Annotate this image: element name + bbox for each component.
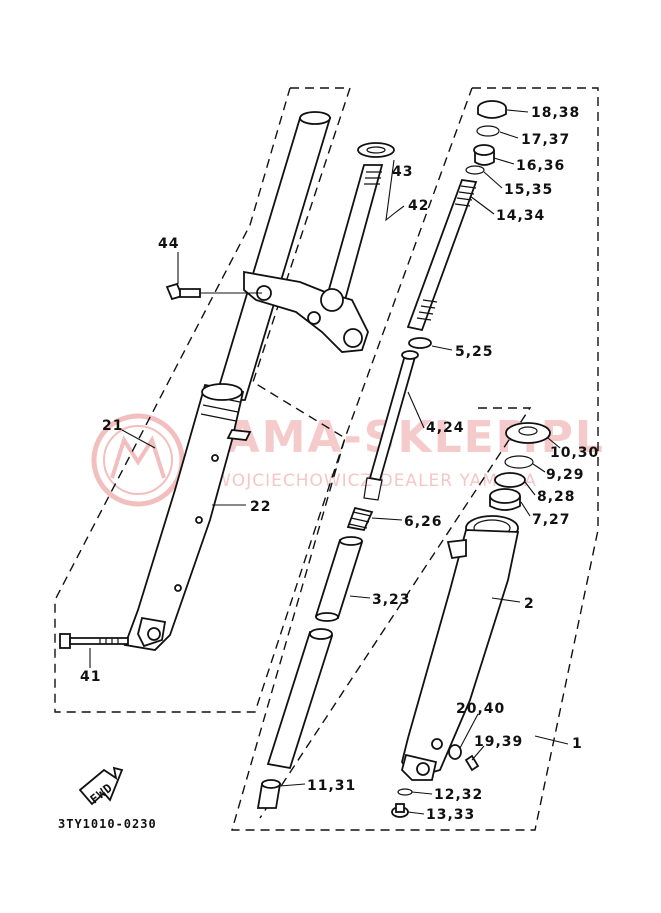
fork-cap-bolt [477,100,507,119]
rebound-spring [346,506,374,532]
fwd-arrow-icon: FWD [78,766,124,806]
dust-seal [494,472,526,488]
callout-13-33: 13,33 [426,807,475,823]
inner-fork-tube [213,111,332,401]
taper-spindle-ring [408,337,432,349]
callout-44: 44 [158,236,179,252]
piston-metal [314,536,364,622]
watermark-logo-icon [91,413,185,507]
callout-17-37: 17,37 [521,132,570,148]
callout-1: 1 [572,736,583,752]
outer-tube [400,515,520,781]
guide-bush [489,488,521,511]
drawing-code: 3TY1010-0230 [58,817,157,831]
left-fork-group-boundary [54,87,351,713]
callout-2: 2 [524,596,535,612]
callout-42: 42 [408,198,429,214]
callout-8-28: 8,28 [537,489,576,505]
under-bracket [243,270,369,353]
callout-12-32: 12,32 [434,787,483,803]
spring-seat-washer [465,165,485,175]
lower-inner-tube [266,628,334,770]
callout-20-40: 20,40 [456,701,505,717]
callout-22: 22 [250,499,271,515]
callout-6-26: 6,26 [404,514,443,530]
callout-14-34: 14,34 [496,208,545,224]
fork-spring [406,179,478,332]
callout-4-24: 4,24 [426,420,465,436]
axle-holder-screw [464,754,480,772]
center-fork-group-boundary [231,87,599,831]
callout-labels: 18,38 17,37 16,36 15,35 14,34 43 42 44 5… [80,105,599,823]
steering-stem [324,142,395,301]
watermark-tagline: WOJCIECHOWICZ DEALER YAMAHA [214,471,537,491]
axle-holder-washer [448,744,462,760]
spacer-cap [473,144,495,166]
outer-tube-group-boundary [259,407,532,819]
under-bracket-pinch-bolt [165,282,262,301]
callout-16-36: 16,36 [516,158,565,174]
callout-15-35: 15,35 [504,182,553,198]
callout-7-27: 7,27 [532,512,571,528]
callout-18-38: 18,38 [531,105,580,121]
callout-43: 43 [392,164,413,180]
oil-lock-piece [256,779,282,809]
axle-pinch-bolt [59,633,129,649]
drain-bolt [391,803,409,818]
drain-gasket [397,788,413,796]
damper-rod [363,350,419,501]
leader-lines [89,109,569,815]
left-fork-slider [123,383,252,651]
callout-9-29: 9,29 [546,467,585,483]
callout-41: 41 [80,669,101,685]
circlip [476,125,500,137]
callout-3-23: 3,23 [372,592,411,608]
oil-seal-clip [504,455,534,469]
callout-10-30: 10,30 [550,445,599,461]
callout-21: 21 [102,418,123,434]
callout-19-39: 19,39 [474,734,523,750]
callout-11-31: 11,31 [307,778,356,794]
callout-5-25: 5,25 [455,344,494,360]
oil-seal [505,422,551,444]
